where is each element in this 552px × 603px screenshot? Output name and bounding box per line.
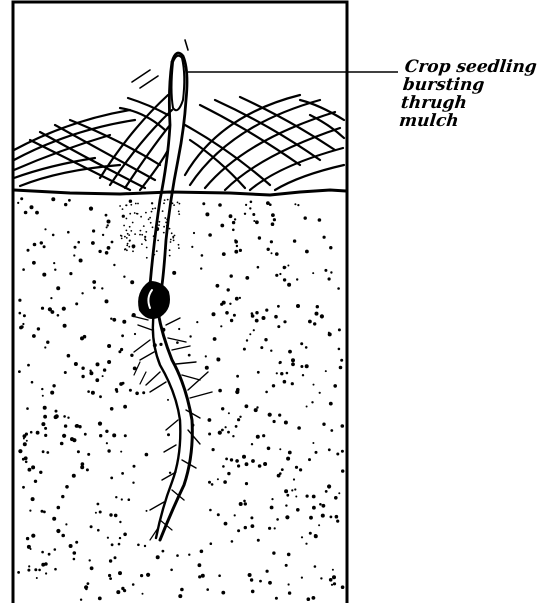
callout-line-3: thrugh bbox=[400, 94, 552, 112]
soil-stipple bbox=[17, 197, 344, 601]
callout-line-2: bursting bbox=[402, 76, 552, 94]
callout-label: Crop seedling bursting thrugh mulch bbox=[398, 58, 552, 130]
seedling bbox=[132, 53, 212, 540]
callout-line-1: Crop seedling bbox=[404, 58, 552, 76]
callout-line-4: mulch bbox=[398, 112, 550, 130]
